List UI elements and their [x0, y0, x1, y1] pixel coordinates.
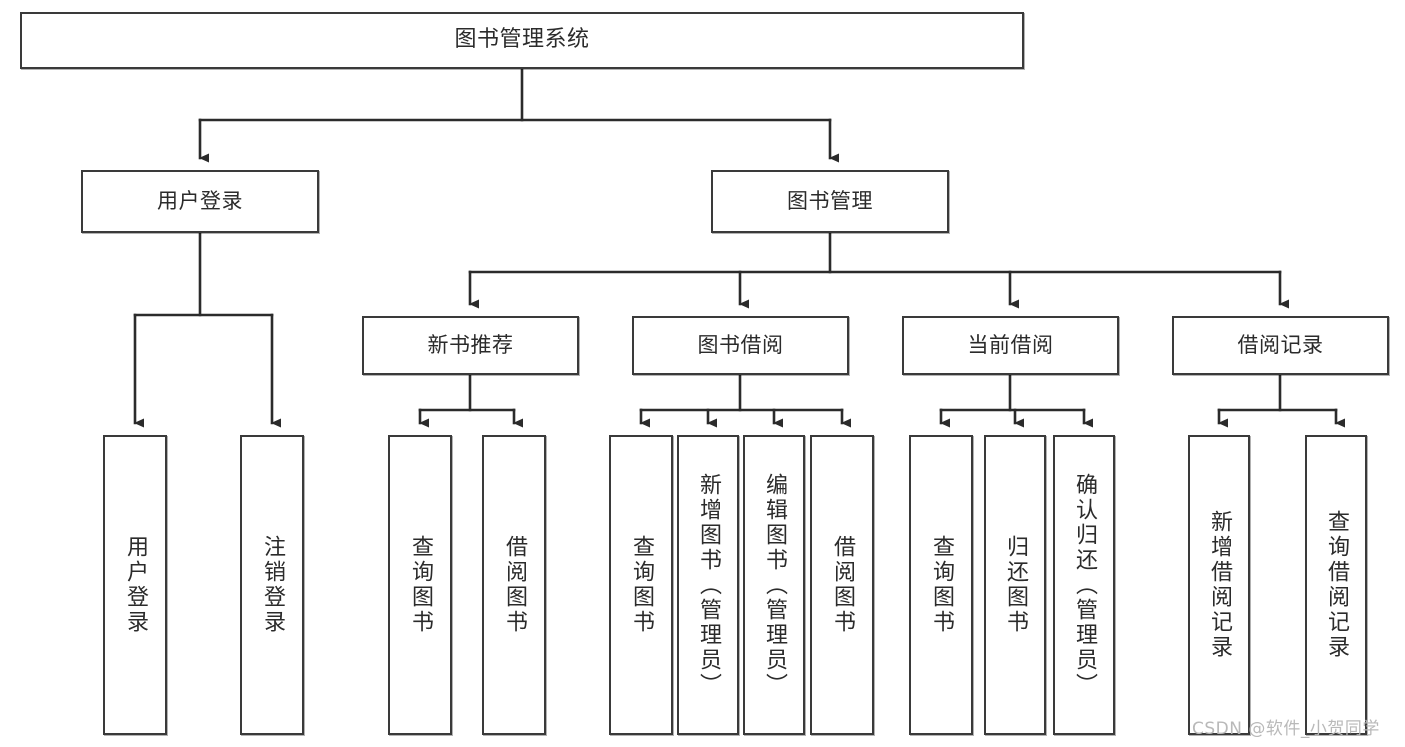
node-borrow-record[interactable]: 借阅记录	[1172, 316, 1389, 375]
node-user-login-label: 用户登录	[157, 188, 243, 213]
node-current-borrow[interactable]: 当前借阅	[902, 316, 1119, 375]
node-leaf-query-record-label: 查询借阅记录	[1324, 510, 1349, 660]
node-leaf-add-book-label: 新增图书（管理员）	[696, 472, 721, 698]
node-leaf-borrow-book-2-label: 借阅图书	[830, 535, 855, 635]
node-leaf-query-book-1-label: 查询图书	[408, 535, 433, 635]
node-leaf-add-record-label: 新增借阅记录	[1207, 510, 1232, 660]
node-leaf-query-record[interactable]: 查询借阅记录	[1305, 435, 1367, 735]
node-leaf-confirm-return[interactable]: 确认归还（管理员）	[1053, 435, 1115, 735]
node-root[interactable]: 图书管理系统	[20, 12, 1024, 69]
node-leaf-user-logout-label: 注销登录	[260, 535, 285, 635]
node-leaf-add-record[interactable]: 新增借阅记录	[1188, 435, 1250, 735]
node-leaf-add-book[interactable]: 新增图书（管理员）	[677, 435, 739, 735]
node-leaf-edit-book[interactable]: 编辑图书（管理员）	[743, 435, 805, 735]
node-book-manage[interactable]: 图书管理	[711, 170, 949, 233]
node-book-borrow-label: 图书借阅	[697, 332, 784, 357]
node-leaf-return-book-label: 归还图书	[1003, 535, 1028, 635]
node-new-book-recommend[interactable]: 新书推荐	[362, 316, 579, 375]
node-leaf-user-login[interactable]: 用户登录	[103, 435, 167, 735]
node-book-manage-label: 图书管理	[787, 188, 873, 213]
node-leaf-query-book-3[interactable]: 查询图书	[909, 435, 973, 735]
node-root-label: 图书管理系统	[454, 27, 590, 53]
node-leaf-query-book-1[interactable]: 查询图书	[388, 435, 452, 735]
node-leaf-return-book[interactable]: 归还图书	[984, 435, 1046, 735]
node-leaf-user-logout[interactable]: 注销登录	[240, 435, 304, 735]
node-leaf-query-book-3-label: 查询图书	[929, 535, 954, 635]
node-leaf-borrow-book-1-label: 借阅图书	[502, 535, 527, 635]
node-new-book-recommend-label: 新书推荐	[427, 332, 514, 357]
node-borrow-record-label: 借阅记录	[1237, 332, 1324, 357]
node-leaf-query-book-2[interactable]: 查询图书	[609, 435, 673, 735]
node-book-borrow[interactable]: 图书借阅	[632, 316, 849, 375]
node-user-login[interactable]: 用户登录	[81, 170, 319, 233]
node-leaf-user-login-label: 用户登录	[123, 535, 148, 635]
node-current-borrow-label: 当前借阅	[967, 332, 1054, 357]
node-leaf-query-book-2-label: 查询图书	[629, 535, 654, 635]
node-leaf-borrow-book-2[interactable]: 借阅图书	[810, 435, 874, 735]
node-leaf-borrow-book-1[interactable]: 借阅图书	[482, 435, 546, 735]
node-leaf-edit-book-label: 编辑图书（管理员）	[762, 472, 787, 698]
node-leaf-confirm-return-label: 确认归还（管理员）	[1072, 472, 1097, 698]
